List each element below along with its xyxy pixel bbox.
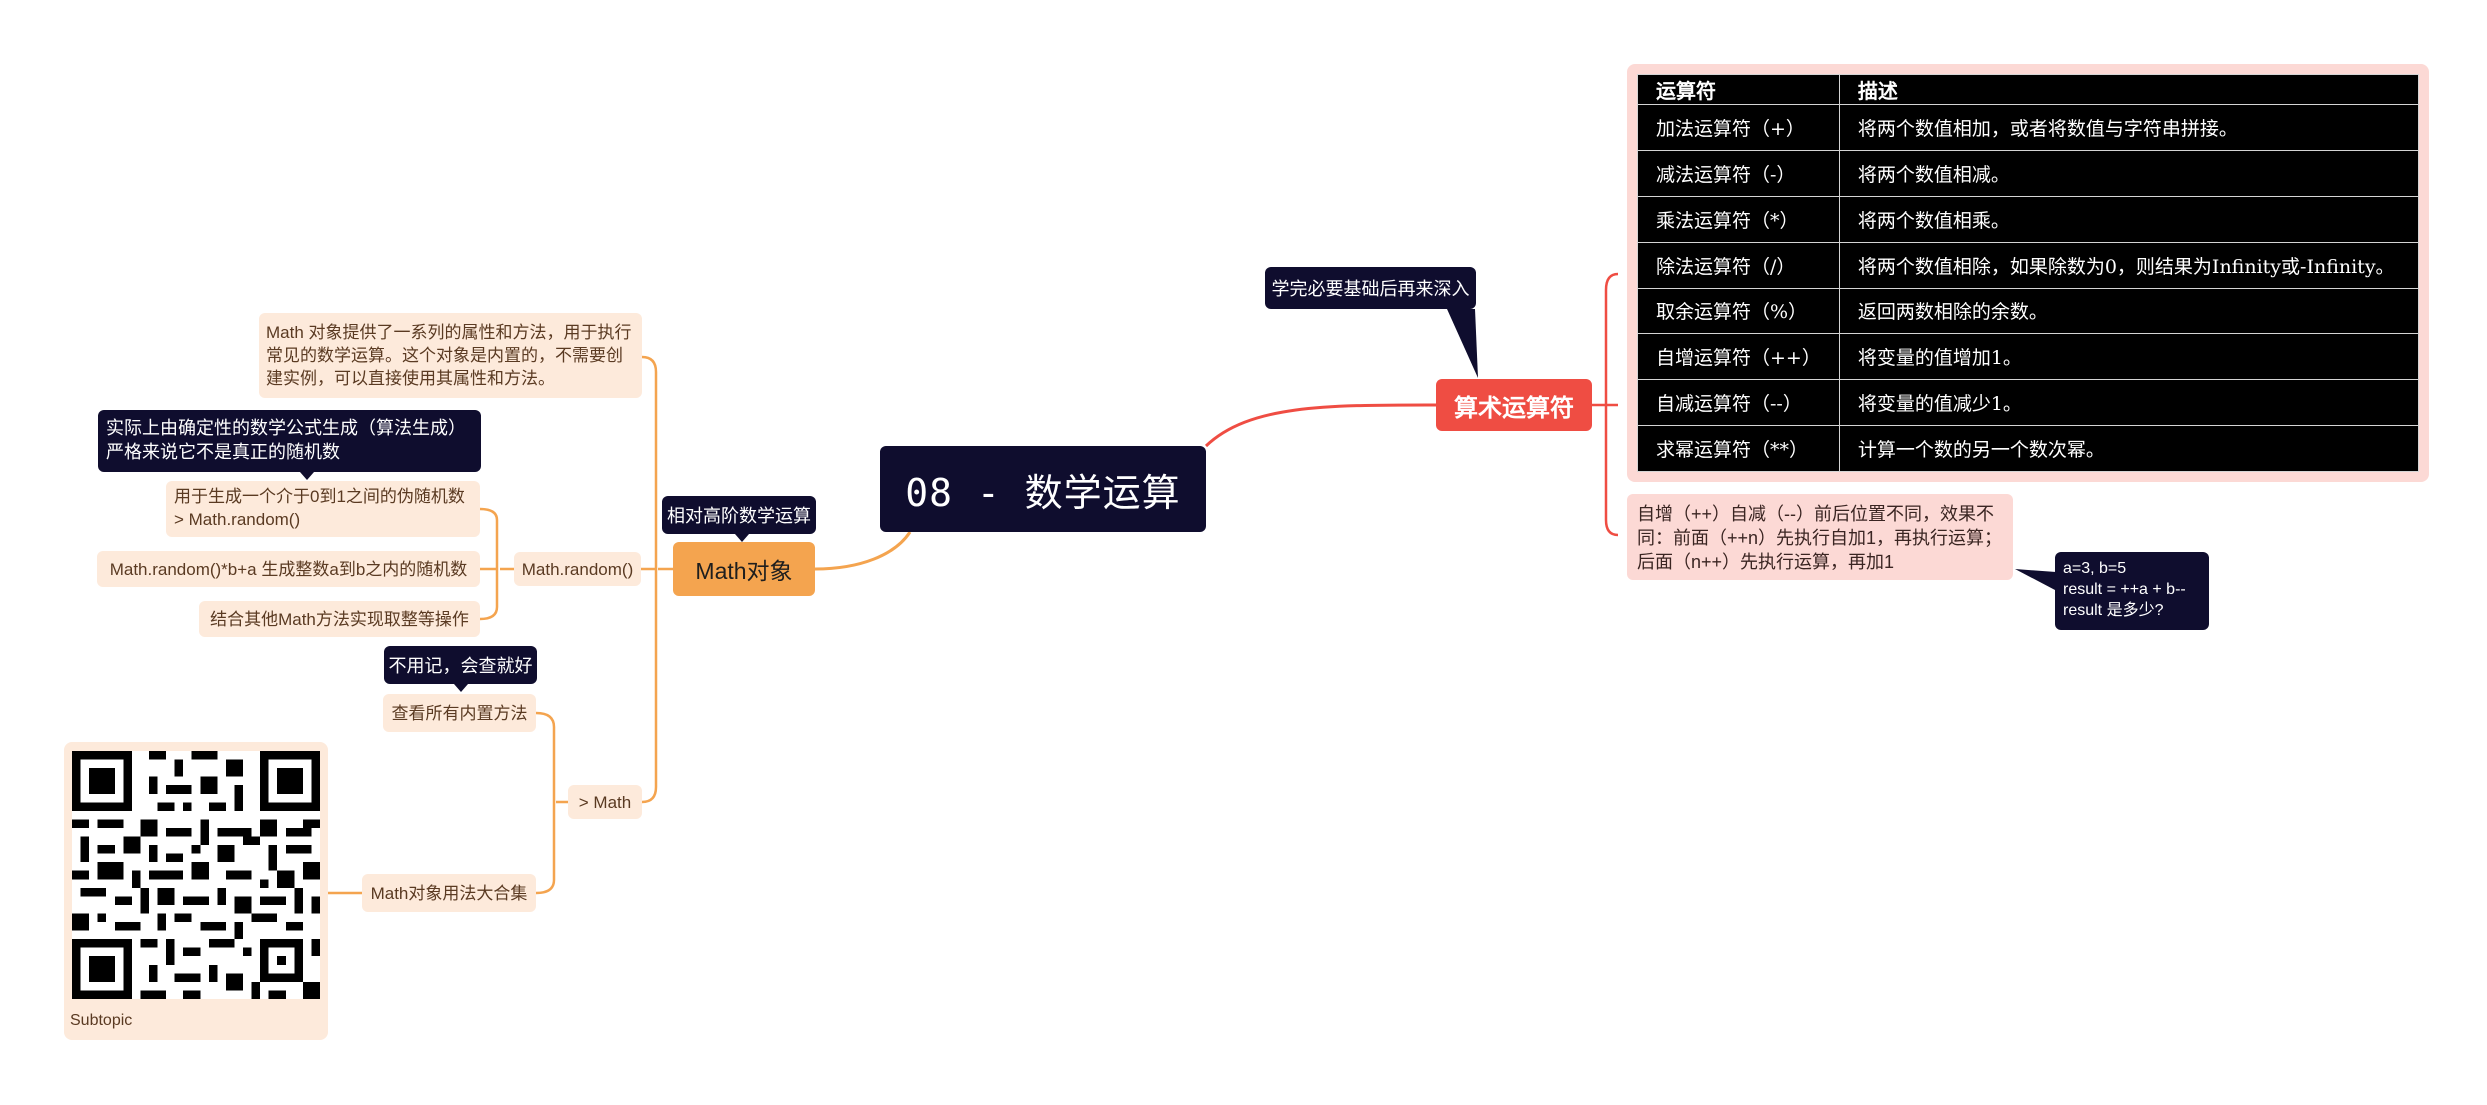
table-row: 自增运算符（++）将变量的值增加1。 [1637, 333, 2420, 381]
description-cell: 将两个数值相乘。 [1838, 195, 2420, 243]
header-operator: 运算符 [1637, 74, 1840, 105]
operator-cell: 加法运算符（+） [1637, 104, 1840, 151]
description-cell: 将变量的值减少1。 [1838, 379, 2420, 427]
description-cell: 将两个数值相加，或者将数值与字符串拼接。 [1838, 104, 2420, 151]
subtopic-label: Subtopic [70, 1012, 133, 1029]
operator-cell: 减法运算符（-） [1637, 149, 1840, 197]
lookup-callout[interactable]: 不用记，会查就好 [384, 646, 537, 684]
quiz-line: result 是多少? [2063, 602, 2164, 619]
quiz-line: a=3, b=5 [2063, 560, 2127, 577]
table-row: 减法运算符（-）将两个数值相减。 [1637, 149, 2420, 197]
qr-code-image [72, 751, 320, 999]
operator-cell: 取余运算符（%） [1637, 287, 1840, 335]
central-topic[interactable]: 08 - 数学运算 [880, 446, 1206, 532]
random-item-pseudo[interactable]: 用于生成一个介于0到1之间的伪随机数 > Math.random() [166, 481, 480, 537]
random-callout[interactable]: 实际上由确定性的数学公式生成（算法生成）严格来说它不是真正的随机数 [98, 410, 481, 472]
operators-table-container[interactable]: 运算符 描述 加法运算符（+）将两个数值相加，或者将数值与字符串拼接。 减法运算… [1627, 64, 2429, 482]
operator-cell: 乘法运算符（*） [1637, 195, 1840, 243]
callout-pointer [454, 684, 468, 692]
operator-cell: 求幂运算符（**） [1637, 425, 1840, 472]
arithmetic-operators-topic[interactable]: 算术运算符 [1436, 379, 1592, 431]
builtin-methods-item[interactable]: 查看所有内置方法 [383, 694, 536, 732]
description-cell: 返回两数相除的余数。 [1838, 287, 2420, 335]
table-row: 加法运算符（+）将两个数值相加，或者将数值与字符串拼接。 [1637, 104, 2420, 151]
random-item-rounding[interactable]: 结合其他Math方法实现取整等操作 [199, 601, 480, 637]
description-cell: 将两个数值相除，如果除数为0，则结果为Infinity或-Infinity。 [1838, 241, 2420, 289]
table-row: 乘法运算符（*）将两个数值相乘。 [1637, 195, 2420, 243]
qr-code-card[interactable]: Subtopic [64, 742, 328, 1040]
operator-cell: 除法运算符（/） [1637, 241, 1840, 289]
table-row: 自减运算符（--）将变量的值减少1。 [1637, 379, 2420, 427]
quiz-line: result = ++a + b-- [2063, 581, 2186, 598]
callout-pointer [300, 472, 314, 480]
description-cell: 将变量的值增加1。 [1838, 333, 2420, 381]
table-row: 除法运算符（/）将两个数值相除，如果除数为0，则结果为Infinity或-Inf… [1637, 241, 2420, 289]
table-header-row: 运算符 描述 [1637, 74, 2420, 105]
quiz-callout[interactable]: a=3, b=5 result = ++a + b-- result 是多少? [2055, 552, 2209, 630]
usage-collection-item[interactable]: Math对象用法大合集 [362, 874, 536, 912]
random-item-range[interactable]: Math.random()*b+a 生成整数a到b之内的随机数 [97, 551, 480, 587]
description-cell: 将两个数值相减。 [1838, 149, 2420, 197]
table-row: 求幂运算符（**）计算一个数的另一个数次幂。 [1637, 425, 2420, 472]
increment-note[interactable]: 自增（++）自减（--）前后位置不同，效果不同：前面（++n）先执行自加1，再执… [1627, 494, 2013, 580]
operator-cell: 自减运算符（--） [1637, 379, 1840, 427]
description-cell: 计算一个数的另一个数次幂。 [1838, 425, 2420, 472]
operators-table: 运算符 描述 加法运算符（+）将两个数值相加，或者将数值与字符串拼接。 减法运算… [1637, 74, 2420, 472]
math-object-callout[interactable]: 相对高阶数学运算 [662, 496, 816, 534]
math-random-topic[interactable]: Math.random() [514, 552, 641, 586]
math-object-intro[interactable]: Math 对象提供了一系列的属性和方法，用于执行常见的数学运算。这个对象是内置的… [259, 313, 642, 398]
header-description: 描述 [1838, 74, 2420, 105]
callout-pointer [735, 534, 749, 542]
table-row: 取余运算符（%）返回两数相除的余数。 [1637, 287, 2420, 335]
operator-cell: 自增运算符（++） [1637, 333, 1840, 381]
math-object-topic[interactable]: Math对象 [673, 542, 815, 596]
math-more-topic[interactable]: > Math [568, 785, 642, 819]
arithmetic-callout[interactable]: 学完必要基础后再来深入 [1265, 267, 1476, 309]
